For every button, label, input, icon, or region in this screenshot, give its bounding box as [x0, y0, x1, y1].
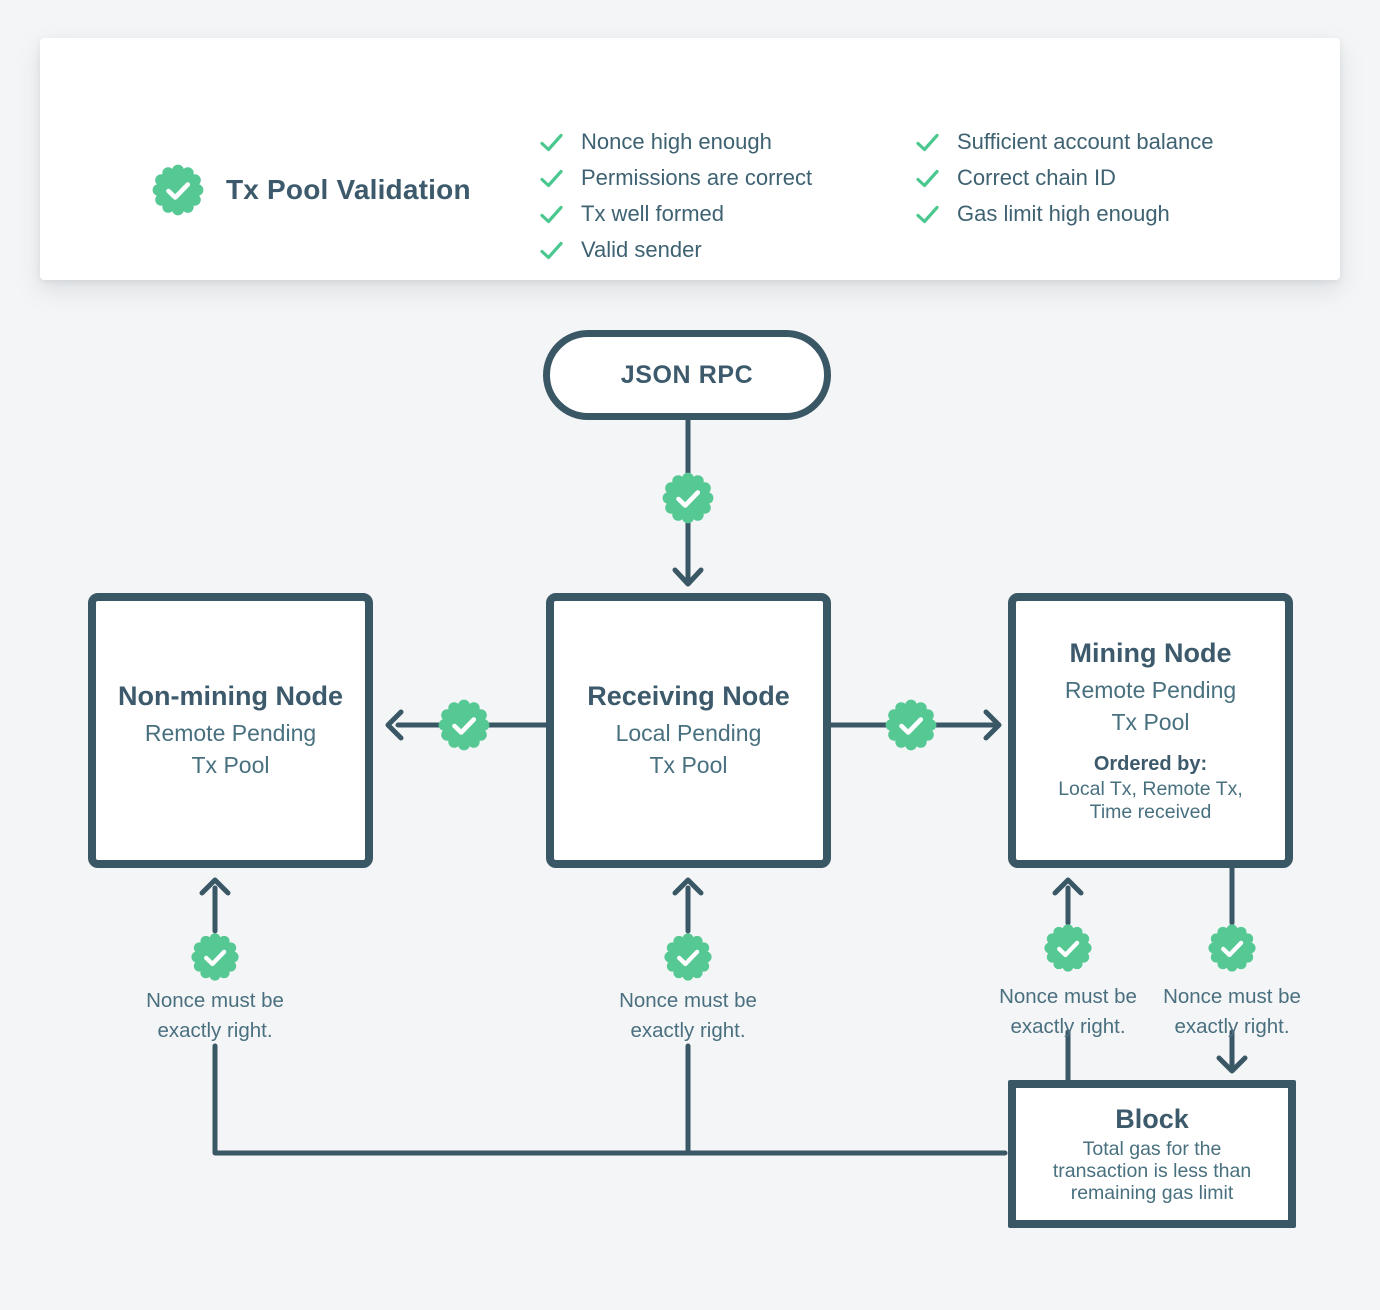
node-title: Mining Node: [1069, 637, 1232, 668]
nonce-note: Nonce must be exactly right.: [588, 986, 788, 1046]
nonce-note-line: exactly right.: [1010, 1015, 1126, 1038]
ordered-by-line: Local Tx, Remote Tx,: [1058, 777, 1243, 800]
checklist-item: Sufficient account balance: [916, 124, 1213, 160]
check-seal-icon: [1206, 922, 1258, 974]
block-body-line: Total gas for the: [1082, 1138, 1222, 1160]
ordered-by-line: Time received: [1089, 800, 1212, 823]
node-subtitle: Local Pending: [615, 719, 762, 746]
node-subtitle: Tx Pool: [191, 751, 270, 778]
checklist-item-label: Sufficient account balance: [957, 129, 1214, 154]
checklist-item-label: Gas limit high enough: [957, 201, 1170, 226]
node-subtitle: Tx Pool: [1111, 708, 1190, 735]
node-subtitle: Remote Pending: [144, 719, 317, 746]
node-title: Receiving Node: [587, 680, 790, 711]
checklist-item: Valid sender: [540, 232, 812, 268]
block-node: Block Total gas for the transaction is l…: [1008, 1080, 1296, 1228]
nonce-note-line: Nonce must be: [146, 989, 284, 1012]
receiving-node: Receiving Node Local Pending Tx Pool: [546, 593, 831, 868]
json-rpc-node: JSON RPC: [543, 330, 831, 420]
node-title: Block: [1115, 1104, 1189, 1134]
checklist-item: Tx well formed: [540, 196, 812, 232]
mining-node: Mining Node Remote Pending Tx Pool Order…: [1008, 593, 1293, 868]
checklist-item-label: Permissions are correct: [581, 165, 813, 190]
block-body-line: remaining gas limit: [1070, 1182, 1234, 1204]
check-seal-icon: [883, 697, 939, 753]
validation-card: Tx Pool Validation Nonce high enough Per…: [40, 38, 1340, 280]
nonce-note: Nonce must be exactly right.: [1132, 982, 1332, 1042]
checklist-item-label: Nonce high enough: [581, 129, 772, 154]
checklist-item: Gas limit high enough: [916, 196, 1213, 232]
check-seal-icon: [1042, 922, 1094, 974]
nonce-note-line: Nonce must be: [619, 989, 757, 1012]
card-title: Tx Pool Validation: [226, 174, 471, 205]
nonce-note: Nonce must be exactly right.: [115, 986, 315, 1046]
checklist-right: Sufficient account balance Correct chain…: [916, 124, 1213, 232]
node-subtitle: Remote Pending: [1064, 676, 1237, 703]
checklist-item-label: Tx well formed: [581, 201, 725, 226]
checklist-item: Nonce high enough: [540, 124, 812, 160]
checklist-item-label: Valid sender: [581, 237, 702, 262]
node-title: Non-mining Node: [118, 680, 343, 711]
nonce-note-line: Nonce must be: [999, 985, 1137, 1008]
checklist-item-label: Correct chain ID: [957, 165, 1116, 190]
block-body-line: transaction is less than: [1052, 1160, 1252, 1182]
check-seal-icon: [660, 470, 716, 526]
check-seal-icon: [662, 931, 714, 983]
checklist-item: Correct chain ID: [916, 160, 1213, 196]
nonce-note: Nonce must be exactly right.: [968, 982, 1168, 1042]
non-mining-node: Non-mining Node Remote Pending Tx Pool: [88, 593, 373, 868]
node-subtitle: Tx Pool: [649, 751, 728, 778]
ordered-by-label: Ordered by:: [1093, 752, 1208, 775]
checklist-left: Nonce high enough Permissions are correc…: [540, 124, 812, 268]
nonce-note-line: exactly right.: [1174, 1015, 1290, 1038]
check-seal-icon: [189, 931, 241, 983]
checklist-item: Permissions are correct: [540, 160, 812, 196]
nonce-note-line: exactly right.: [157, 1019, 273, 1042]
check-seal-icon: [436, 697, 492, 753]
nonce-note-line: Nonce must be: [1163, 985, 1301, 1008]
nonce-note-line: exactly right.: [630, 1019, 746, 1042]
